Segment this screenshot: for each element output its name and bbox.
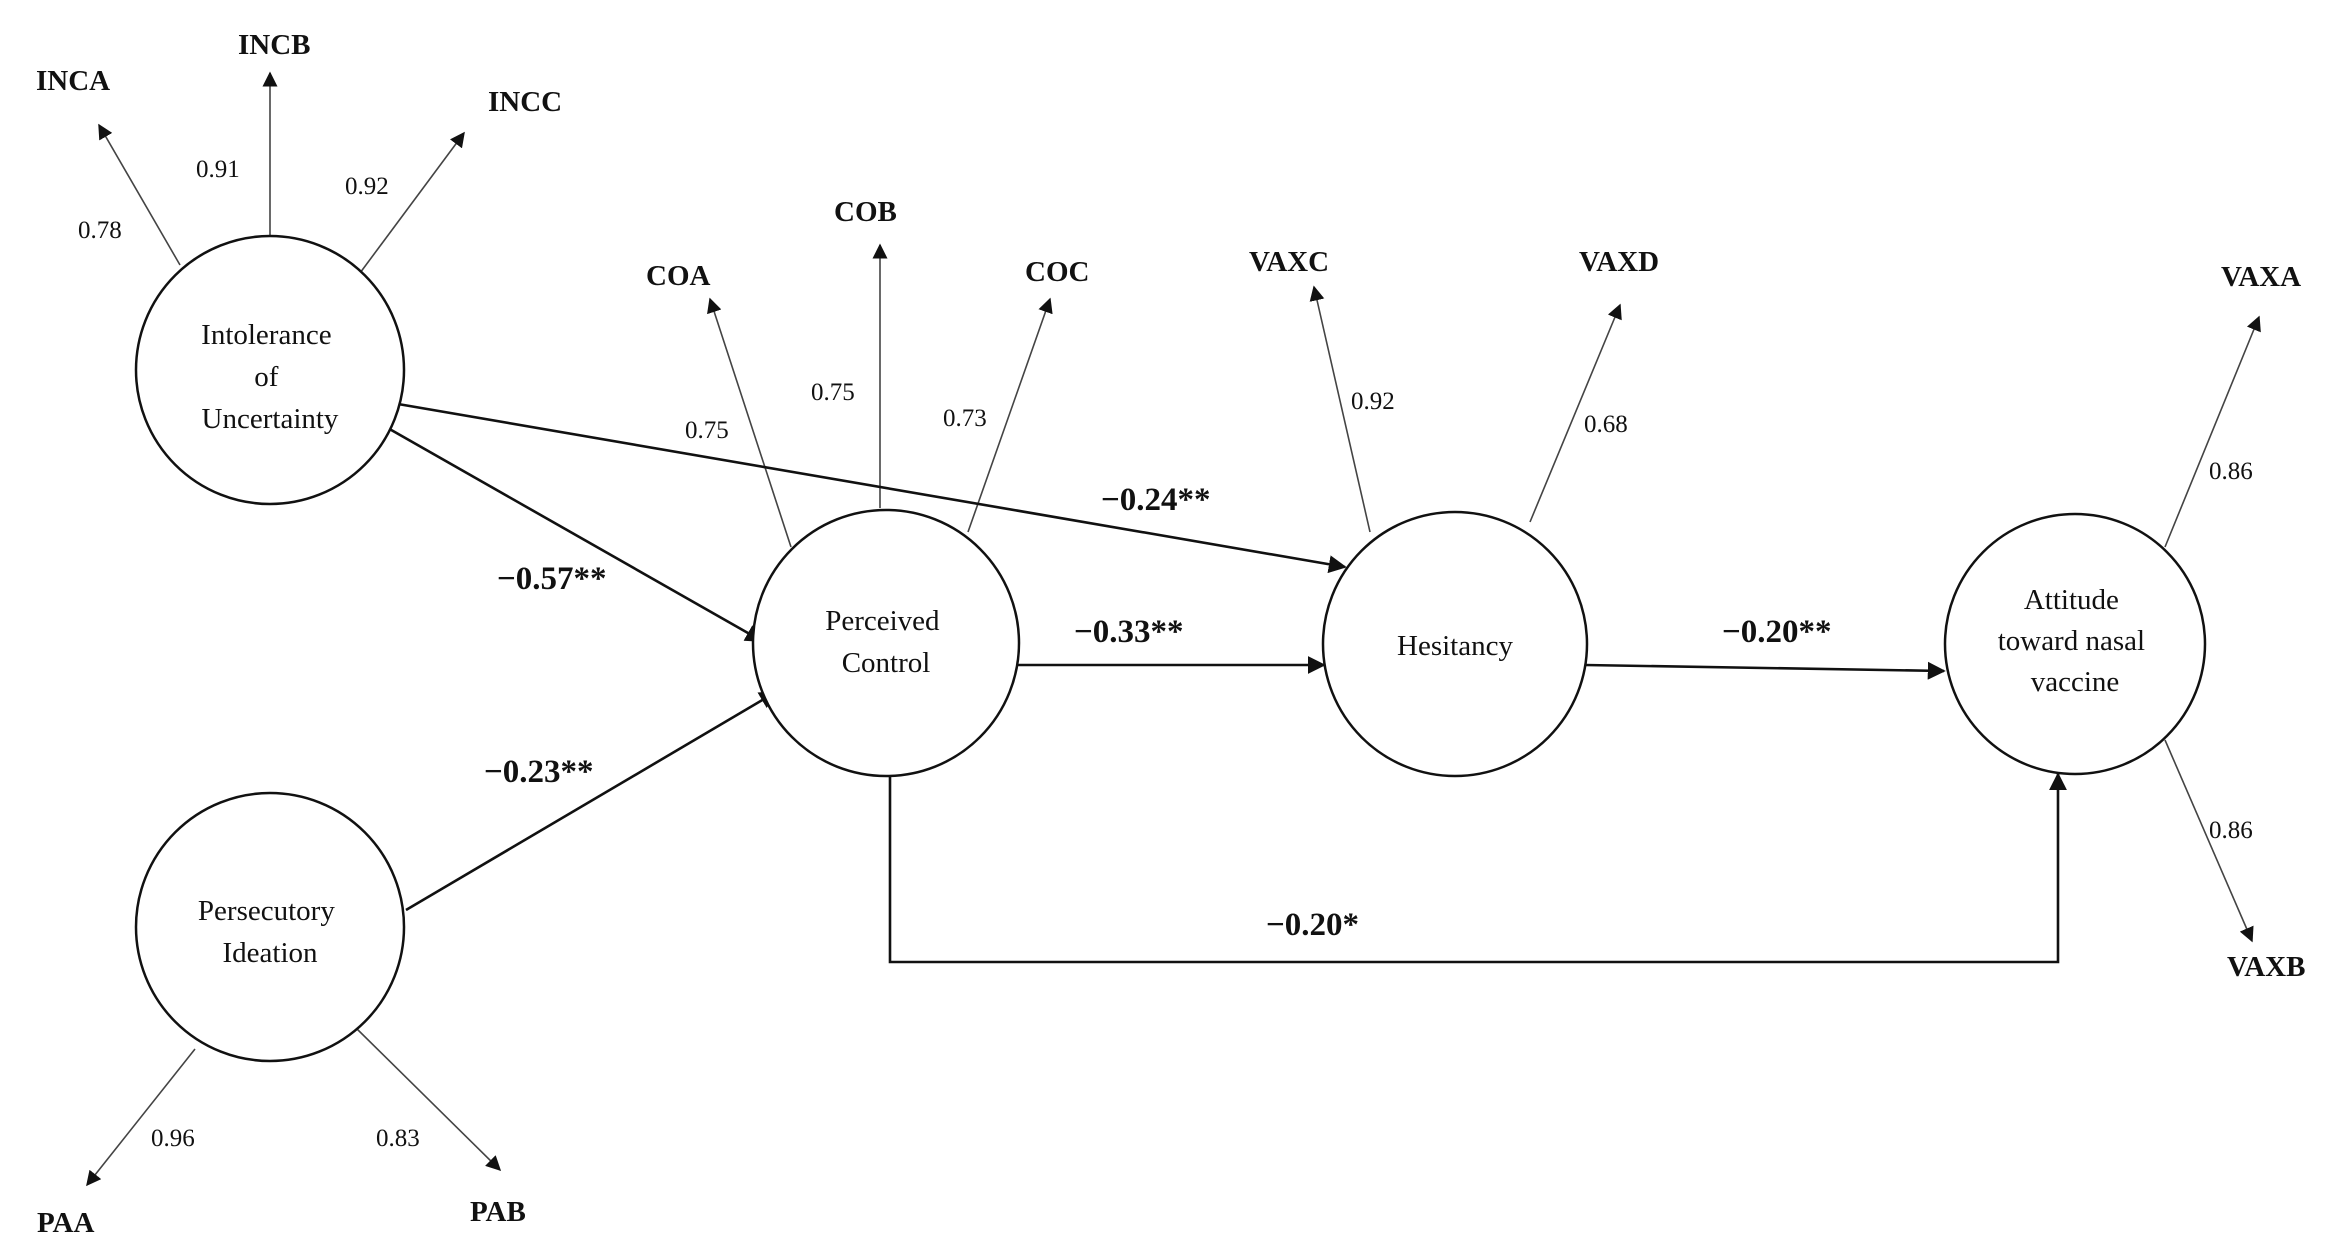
structural-paths: [385, 402, 2067, 964]
construct-label: Ideation: [222, 937, 318, 969]
loading-incc: 0.92: [345, 173, 389, 200]
coef-persecutory-control: −0.23**: [484, 754, 594, 790]
indicator-pab: PAB: [470, 1196, 526, 1228]
construct-label: Perceived: [825, 605, 940, 637]
coef-control-hesitancy: −0.33**: [1074, 614, 1184, 650]
loading-vaxb: 0.86: [2209, 817, 2253, 844]
construct-label: toward nasal: [1998, 625, 2145, 657]
loading-arrow-inca: [98, 123, 181, 266]
path-intolerance-to-hesitancy: [397, 402, 1347, 574]
indicator-labels: INCA INCB INCC COA COB COC VAXC VAXD VAX…: [36, 29, 2305, 1239]
path-persecutory-to-control: [405, 690, 778, 912]
svg-text:Intolerance of Unc: Intolerance of Uncertainty: [201, 319, 339, 435]
coef-hesitancy-attitude: −0.20**: [1722, 614, 1832, 650]
svg-text:Hesitancy: Hesitancy: [1397, 630, 1513, 662]
coef-intolerance-hesitancy: −0.24**: [1101, 482, 1211, 518]
indicator-vaxc: VAXC: [1249, 246, 1329, 278]
loading-inca: 0.78: [78, 217, 122, 244]
loading-cob: 0.75: [811, 379, 855, 406]
loading-arrow-pab: [355, 1027, 502, 1172]
loading-paa: 0.96: [151, 1125, 195, 1152]
indicator-vaxd: VAXD: [1579, 246, 1659, 278]
loading-pab: 0.83: [376, 1125, 420, 1152]
loading-arrow-vaxd: [1529, 303, 1622, 523]
svg-text:Attitude toward nasal: Attitude toward nasal vaccine: [1998, 584, 2153, 698]
loading-vaxd: 0.68: [1584, 411, 1628, 438]
path-intolerance-to-control: [385, 425, 764, 643]
indicator-inca: INCA: [36, 65, 110, 97]
loading-arrow-paa: [86, 1048, 196, 1187]
construct-circle: [134, 791, 406, 1063]
construct-label: Attitude: [2024, 584, 2119, 616]
loading-arrow-coc: [967, 297, 1053, 533]
construct-label: Uncertainty: [202, 403, 339, 435]
construct-intolerance: Intolerance of Uncertainty: [134, 234, 406, 506]
indicator-coc: COC: [1025, 256, 1089, 288]
indicator-incb: INCB: [238, 29, 311, 61]
indicator-vaxb: VAXB: [2227, 951, 2305, 983]
coef-intolerance-control: −0.57**: [497, 561, 607, 597]
loading-arrow-vaxa: [2164, 315, 2261, 548]
construct-label: vaccine: [2031, 666, 2120, 698]
construct-attitude: Attitude toward nasal vaccine: [1943, 512, 2207, 776]
svg-text:Perceived Control: Perceived Control: [825, 605, 947, 679]
loading-arrows: [86, 71, 2261, 1187]
loading-coc: 0.73: [943, 405, 987, 432]
loading-arrow-coa: [707, 297, 792, 548]
construct-circle: [1943, 512, 2207, 776]
indicator-cob: COB: [834, 196, 897, 228]
indicator-paa: PAA: [37, 1207, 95, 1239]
path-coefficients: −0.57** −0.24** −0.23** −0.33** −0.20** …: [484, 482, 1832, 943]
coef-control-attitude: −0.20*: [1266, 907, 1359, 943]
loading-values: 0.78 0.91 0.92 0.75 0.75 0.73 0.92 0.68 …: [78, 156, 2253, 1152]
indicator-incc: INCC: [488, 86, 562, 118]
loading-vaxc: 0.92: [1351, 388, 1395, 415]
construct-control: Perceived Control: [751, 508, 1021, 778]
construct-label: Persecutory: [198, 895, 335, 927]
construct-label: Intolerance: [201, 319, 331, 351]
construct-circle: [1321, 510, 1589, 778]
loading-arrow-vaxc: [1309, 285, 1371, 533]
construct-label: of: [254, 361, 279, 393]
indicator-coa: COA: [646, 260, 711, 292]
indicator-vaxa: VAXA: [2221, 261, 2301, 293]
path-control-to-attitude: [888, 772, 2067, 964]
construct-label: Control: [842, 647, 931, 679]
construct-label: Hesitancy: [1397, 630, 1513, 662]
loading-arrow-vaxb: [2164, 739, 2254, 943]
loading-vaxa: 0.86: [2209, 458, 2253, 485]
path-hesitancy-to-attitude: [1584, 661, 1946, 680]
loading-arrow-incc: [359, 131, 465, 274]
construct-hesitancy: Hesitancy: [1321, 510, 1589, 778]
loading-coa: 0.75: [685, 417, 729, 444]
construct-persecutory: Persecutory Ideation: [134, 791, 406, 1063]
svg-text:Persecutory Ideation: Persecutory Ideation: [198, 895, 342, 969]
loading-incb: 0.91: [196, 156, 240, 183]
construct-circle: [134, 234, 406, 506]
construct-circle: [751, 508, 1021, 778]
